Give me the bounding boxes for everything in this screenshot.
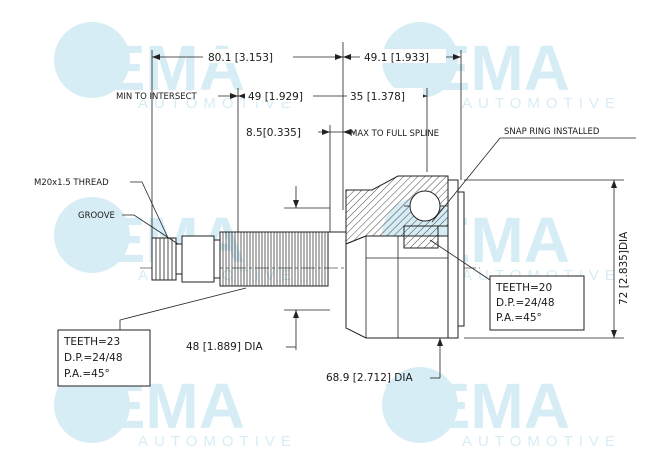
watermark-brand: VEMA <box>385 370 570 442</box>
dim-overall-left: 80.1 [3.153] <box>208 52 273 64</box>
intersect-label: MIN TO INTERSECT <box>116 92 198 102</box>
housing <box>328 175 465 339</box>
spec-joint-pa: P.A.=45° <box>496 312 542 324</box>
watermark-brand: VEMA <box>60 32 245 104</box>
housing-body <box>345 235 449 339</box>
spec-joint-dp: D.P.=24/48 <box>496 297 555 309</box>
spec-shaft-dp: D.P.=24/48 <box>64 352 123 364</box>
shaft-neck <box>181 235 215 283</box>
watermark-logo-circle <box>54 22 130 98</box>
snap-ring-label: SNAP RING INSTALLED <box>504 127 600 137</box>
dimension-housing-dia: 68.9 [2.712] DIA <box>326 338 443 384</box>
dim-overall-right: 49.1 [1.933] <box>364 52 429 64</box>
dim-intersect-left: 49 [1.929] <box>248 91 303 103</box>
dimension-overall: 80.1 [3.153] 49.1 [1.933] <box>152 49 461 64</box>
spline-label: MAX TO FULL SPLINE <box>350 129 439 139</box>
dim-shaft-dia: 48 [1.889] DIA <box>186 341 263 353</box>
callout-groove: GROOVE <box>78 211 179 245</box>
dim-spline-value: 8.5[0.335] <box>246 127 301 139</box>
groove-label: GROOVE <box>78 211 115 221</box>
dim-housing-dia: 68.9 [2.712] DIA <box>326 372 413 384</box>
spec-shaft-pa: P.A.=45° <box>64 368 110 380</box>
spec-shaft-teeth: TEETH=23 <box>63 336 120 348</box>
groove <box>175 243 183 275</box>
shaft-assembly <box>151 231 329 287</box>
watermark-logo-circle <box>382 367 458 443</box>
spec-box-shaft: TEETH=23 D.P.=24/48 P.A.=45° <box>57 287 247 387</box>
watermark-tagline: AUTOMOTIVE <box>462 433 621 450</box>
dimension-shaft-dia: 48 [1.889] DIA <box>186 186 330 353</box>
watermark-logo-circle <box>54 197 130 273</box>
callout-snap-ring: SNAP RING INSTALLED <box>431 127 636 223</box>
spec-box-joint: TEETH=20 D.P.=24/48 P.A.=45° <box>429 239 585 331</box>
spec-joint-teeth: TEETH=20 <box>495 282 552 294</box>
ball-bearing <box>409 190 441 222</box>
callout-thread: M20x1.5 THREAD <box>34 178 169 239</box>
reference-lines <box>151 42 462 238</box>
dimension-intersect: MIN TO INTERSECT 49 [1.929] 35 [1.378] <box>116 88 427 103</box>
dimension-outer-dia: 72 [2.835]DIA <box>464 179 630 339</box>
watermark-tagline: AUTOMOTIVE <box>138 433 297 450</box>
housing-rim <box>447 179 459 339</box>
spline-section <box>219 231 329 287</box>
dim-intersect-right: 35 [1.378] <box>350 91 405 103</box>
inner-race <box>403 225 439 249</box>
watermark-tagline: AUTOMOTIVE <box>462 95 621 112</box>
dim-outer-dia: 72 [2.835]DIA <box>618 231 630 305</box>
dimension-spline: 8.5[0.335] MAX TO FULL SPLINE <box>246 127 439 139</box>
thread-label: M20x1.5 THREAD <box>34 178 109 188</box>
